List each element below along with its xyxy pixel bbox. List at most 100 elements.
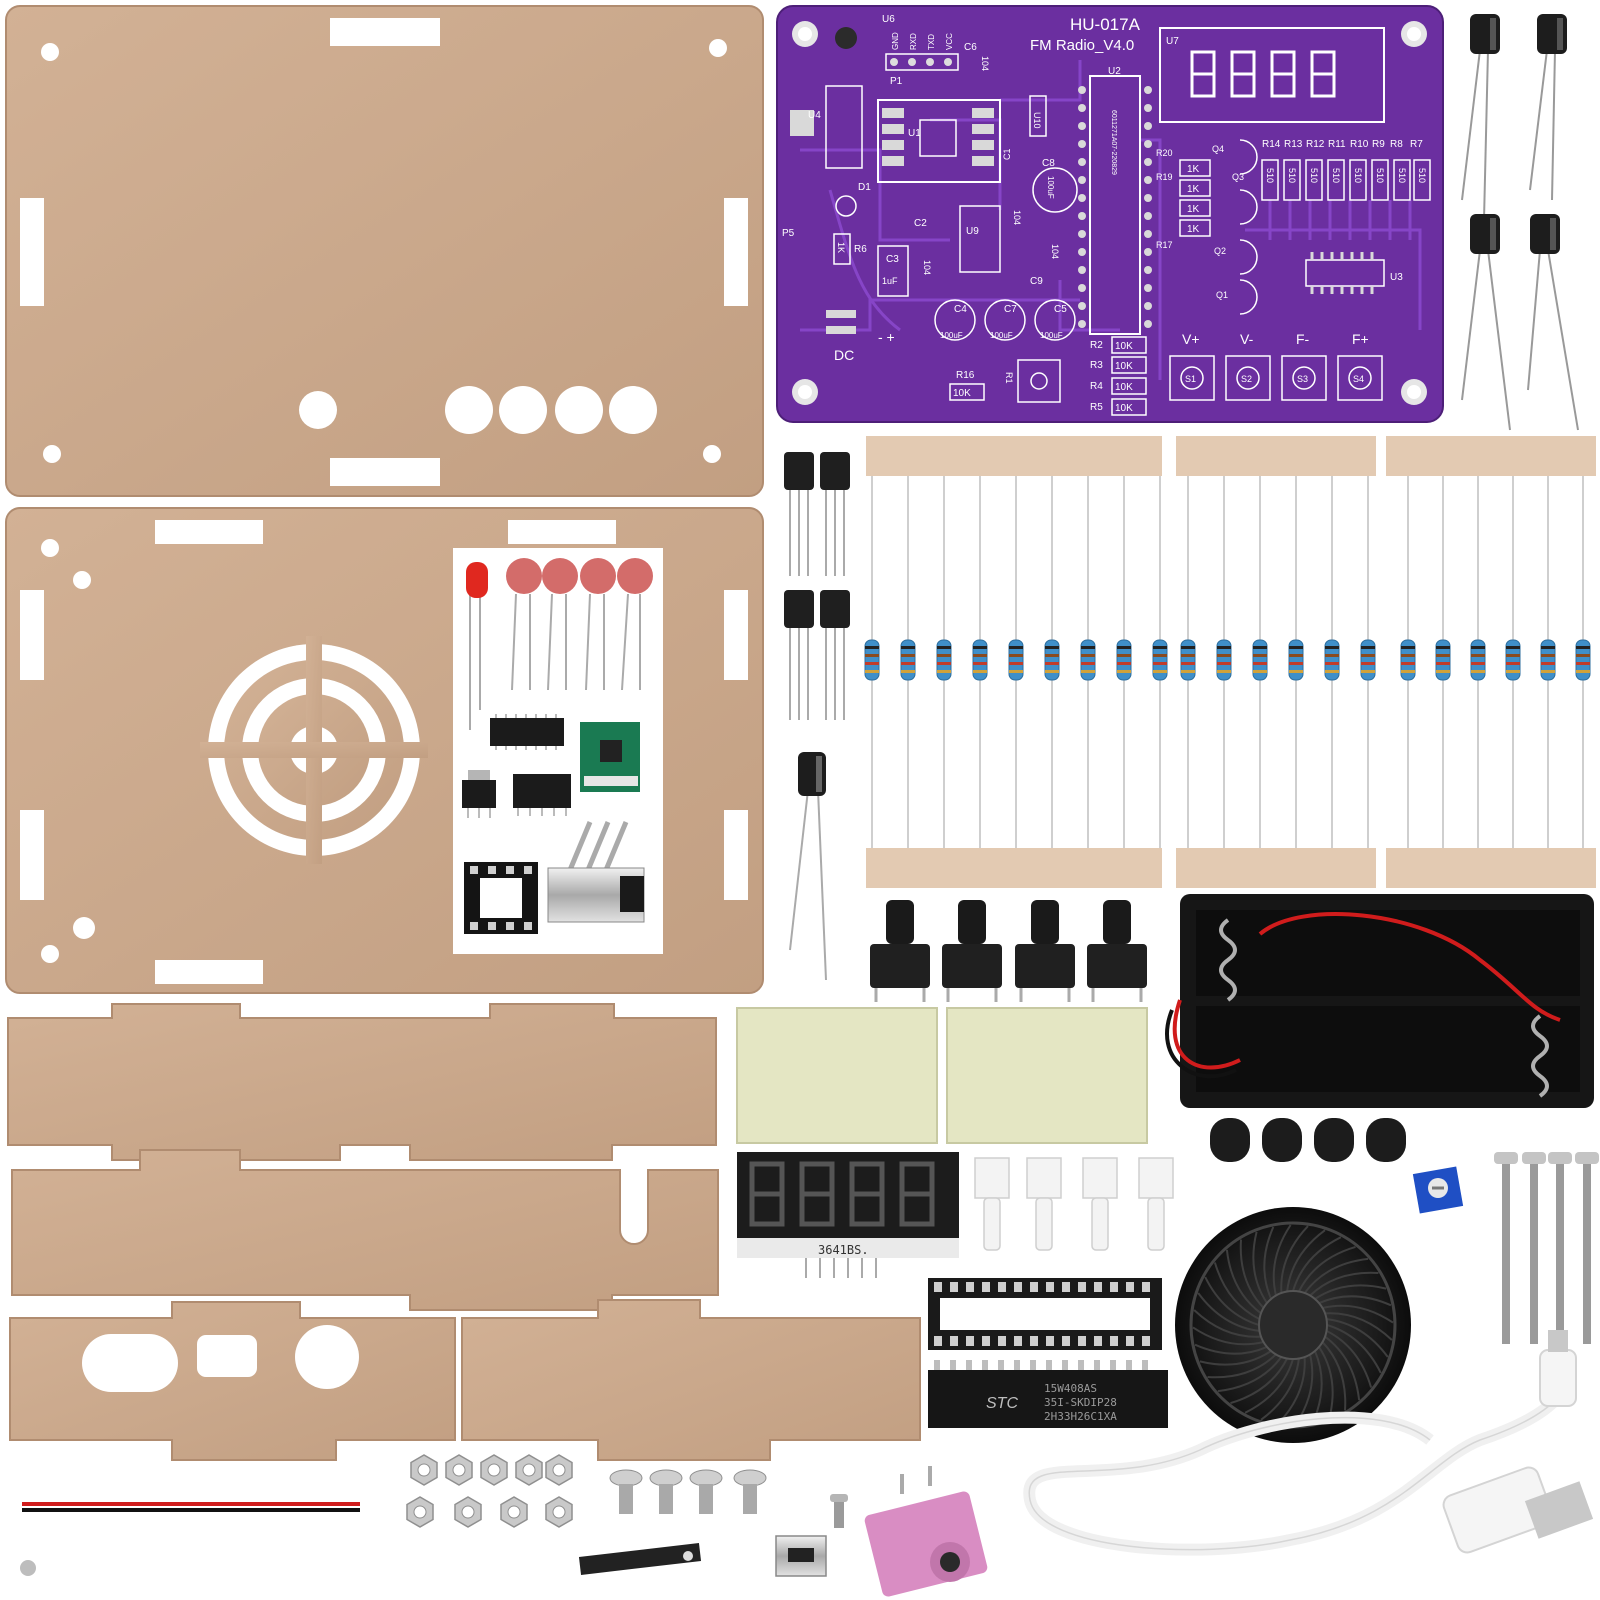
- label-dc: DC: [834, 347, 854, 363]
- label-r9: R9: [1372, 139, 1385, 150]
- serial-header: GND RXD TXD VCC P1 U6: [882, 14, 959, 87]
- chip-u3-footprint: U3: [1305, 252, 1403, 294]
- cap-104-c1: 104: [1012, 210, 1022, 225]
- hex-nut: [480, 1454, 508, 1486]
- label-r10: R10: [1350, 139, 1369, 150]
- resistor: [1008, 639, 1024, 681]
- switch-label-s4: S4: [1353, 374, 1364, 384]
- label-u9: U9: [966, 226, 979, 237]
- r510-value-5: 510: [1375, 168, 1385, 183]
- pcb-subtitle-label: FM Radio_V4.0: [1030, 37, 1134, 54]
- resistor: [1540, 639, 1556, 681]
- r10k-value-3: 10K: [1115, 403, 1133, 414]
- label-r8: R8: [1390, 139, 1403, 150]
- c7-value: 100uF: [990, 331, 1013, 340]
- tact-buttons: [870, 900, 1147, 1002]
- ic-chips: [462, 714, 571, 818]
- hex-nut: [410, 1454, 438, 1486]
- telescopic-antenna: [20, 1543, 702, 1576]
- label-q2: Q2: [1214, 246, 1226, 256]
- speaker: [1175, 1207, 1411, 1443]
- mcu-line1: 15W408AS: [1044, 1382, 1097, 1395]
- label-r7: R7: [1410, 139, 1423, 150]
- label-r13: R13: [1284, 139, 1303, 150]
- switch-label-s1: S1: [1185, 374, 1196, 384]
- label-u2: U2: [1108, 66, 1121, 77]
- r10k-value-1: 10K: [1115, 361, 1133, 372]
- foam-pads: [736, 1007, 1148, 1144]
- chip-u4-footprint: U4: [790, 85, 863, 169]
- mcu-line3: 2H33H26C1XA: [1044, 1410, 1117, 1423]
- label-r2: R2: [1090, 340, 1103, 351]
- resistor: [972, 639, 988, 681]
- c8-value: 100uF: [1046, 176, 1055, 199]
- resistor: [1080, 639, 1096, 681]
- pcb-buttons: V+ V- F- F+ S1 S2 S3 S4: [1169, 331, 1383, 401]
- acrylic-top-panel: [5, 5, 764, 497]
- cap-104-c9: 104: [1050, 244, 1060, 259]
- electrolytic-capacitors: [1461, 14, 1579, 431]
- r510-value-2: 510: [1309, 168, 1319, 183]
- header-pin-txd: TXD: [927, 34, 936, 50]
- cap-104-c2: 104: [922, 260, 932, 275]
- r10k-value-2: 10K: [1115, 382, 1133, 393]
- label-u1: U1: [908, 128, 921, 139]
- resistor-array-10k: R2 R3 R4 R5 10K 10K 10K 10K: [1090, 336, 1147, 416]
- pot-r1-footprint: R1 R16 10K: [949, 359, 1061, 403]
- button-label-vplus: V+: [1182, 331, 1200, 347]
- button-label-fminus: F-: [1296, 331, 1310, 347]
- left-labels: D1 P5 1K R6 DC: [782, 182, 871, 363]
- battery-holder: [1165, 894, 1594, 1108]
- c5-value: 100uF: [1040, 331, 1063, 340]
- cap-104-c6: 104: [980, 56, 990, 71]
- r1k-value-2: 1K: [1187, 204, 1200, 215]
- resistor: [1505, 639, 1521, 681]
- polarity-label: - +: [878, 329, 895, 345]
- label-r19: R19: [1156, 172, 1173, 182]
- chip-u1-footprint: U1: [877, 99, 1001, 183]
- resistor: [1116, 639, 1132, 681]
- resistor: [1435, 639, 1451, 681]
- r10k-value-0: 10K: [1115, 341, 1133, 352]
- pcb-serial-label: 6011271A07-220829: [1110, 110, 1117, 175]
- label-r4: R4: [1090, 381, 1103, 392]
- audio-jack: [864, 1466, 988, 1597]
- label-p5: P5: [782, 228, 795, 239]
- red-led: [466, 562, 488, 730]
- label-r16: R16: [956, 370, 975, 381]
- label-r6: R6: [854, 244, 867, 255]
- short-screw: [689, 1469, 723, 1514]
- label-c2: C2: [914, 218, 927, 229]
- r1k-value-0: 1K: [1187, 164, 1200, 175]
- header-pin-vcc: VCC: [945, 33, 954, 50]
- label-c3: C3: [886, 254, 899, 265]
- resistor-strips: [864, 436, 1596, 888]
- micro-usb-connector: [775, 1494, 848, 1577]
- label-u7: U7: [1166, 36, 1179, 47]
- hex-nut: [406, 1496, 434, 1528]
- potentiometer: [1412, 1166, 1464, 1214]
- c3-value: 1uF: [882, 276, 898, 286]
- resistor: [1470, 639, 1486, 681]
- resistor-array-510: R14 R13 R12 R11 R10 R9 R8 R7 510 510 510…: [1261, 139, 1431, 201]
- label-r14: R14: [1262, 139, 1281, 150]
- pcb-model-label: HU-017A: [1070, 15, 1141, 34]
- transistors: [784, 452, 850, 720]
- header-pin-rxd: RXD: [909, 33, 918, 50]
- button-label-vminus: V-: [1240, 331, 1254, 347]
- red-black-wire: [22, 1502, 360, 1512]
- hex-nut: [515, 1454, 543, 1486]
- label-c8: C8: [1042, 158, 1055, 169]
- r16-value: 10K: [953, 388, 971, 399]
- ic-socket-28: [928, 1278, 1162, 1350]
- speaker-grille: [200, 636, 428, 864]
- label-q3: Q3: [1232, 172, 1244, 182]
- label-c1: C1: [1002, 148, 1012, 160]
- acrylic-side-panels: [7, 1003, 921, 1461]
- label-q1: Q1: [1216, 290, 1228, 300]
- small-parts-card: [462, 558, 653, 934]
- pcb-mounting-holes: [792, 21, 1427, 405]
- hex-nut: [545, 1496, 573, 1528]
- resistor: [900, 639, 916, 681]
